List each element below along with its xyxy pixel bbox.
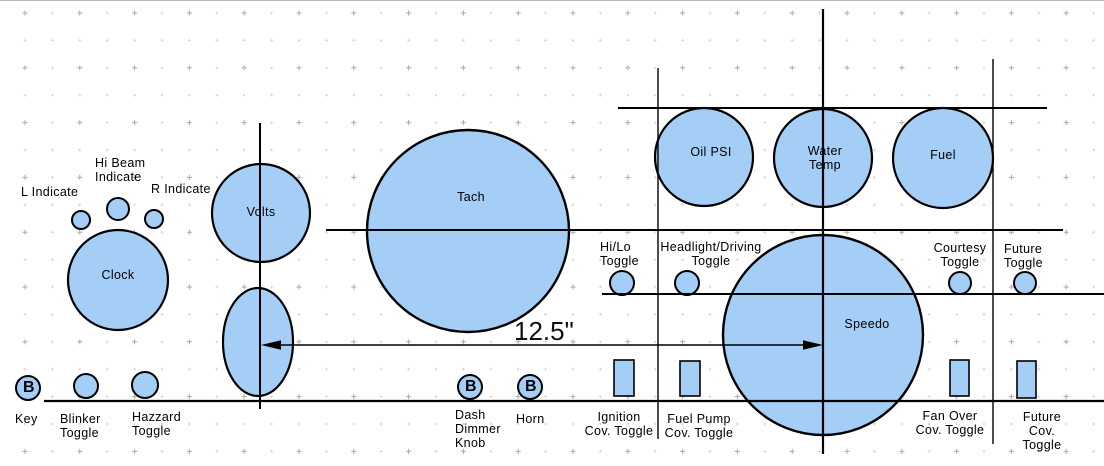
fuel-pump-cov-toggle-label: Fuel Pump Cov. Toggle	[664, 412, 734, 440]
clock-label: Clock	[101, 268, 135, 282]
hazzard-toggle-label: Hazzard Toggle	[132, 410, 181, 438]
blinker-toggle-knob	[73, 373, 99, 399]
future-toggle-label: Future Toggle	[1004, 242, 1043, 270]
fan-over-cov-toggle-label: Fan Over Cov. Toggle	[915, 409, 985, 437]
key-bulb-symbol-circle	[15, 375, 41, 401]
key-label: Key	[15, 412, 38, 426]
horn-label: Horn	[516, 412, 545, 426]
tach-label: Tach	[457, 190, 485, 204]
l-indicate-label: L Indicate	[21, 185, 79, 199]
ignition-cov-toggle-switch	[613, 359, 635, 397]
courtesy-toggle-knob	[948, 271, 972, 295]
oval-gauge-shape	[221, 286, 295, 398]
r-indicator-light	[144, 209, 164, 229]
dash-dimmer-bulb-letter: B	[465, 378, 477, 396]
ignition-cov-toggle-label: Ignition Cov. Toggle	[584, 410, 654, 438]
future-cov-toggle-label: Future Cov. Toggle	[1022, 410, 1062, 452]
dash-dimmer-bulb-symbol-circle	[457, 374, 483, 400]
future-cov-toggle-switch	[1016, 360, 1037, 399]
hi-lo-toggle-knob	[609, 270, 635, 296]
courtesy-toggle-label: Courtesy Toggle	[933, 241, 987, 269]
oil-psi-label: Oil PSI	[690, 145, 732, 159]
clock-gauge-circle	[66, 228, 170, 332]
r-indicate-label: R Indicate	[151, 182, 211, 196]
fuel-label: Fuel	[930, 148, 956, 162]
speedo-label: Speedo	[844, 317, 890, 331]
dimension-value-label: 12.5"	[514, 316, 574, 346]
future-toggle-knob	[1013, 271, 1037, 295]
volts-label: Volts	[246, 205, 276, 219]
headlight-driving-toggle-knob	[674, 270, 700, 296]
l-indicator-light	[71, 210, 91, 230]
horn-bulb-symbol-circle	[517, 374, 543, 400]
hi-lo-toggle-label: Hi/Lo Toggle	[600, 240, 639, 268]
dimension-arrow-left	[261, 340, 281, 350]
blinker-toggle-label: Blinker Toggle	[60, 412, 101, 440]
key-bulb-letter: B	[23, 379, 35, 397]
dimension-arrow-right	[803, 340, 823, 350]
hi-beam-indicate-label: Hi Beam Indicate	[95, 156, 146, 184]
fuel-pump-cov-toggle-switch	[679, 360, 701, 397]
water-temp-label: Water Temp	[807, 144, 843, 172]
hi-beam-indicator-light	[106, 197, 130, 221]
dash-dimmer-knob-label: Dash Dimmer Knob	[455, 408, 501, 450]
headlight-driving-toggle-label: Headlight/Driving Toggle	[660, 240, 762, 268]
horn-bulb-letter: B	[525, 378, 537, 396]
hazzard-toggle-knob	[131, 371, 159, 399]
fan-over-cov-toggle-switch	[949, 359, 970, 397]
